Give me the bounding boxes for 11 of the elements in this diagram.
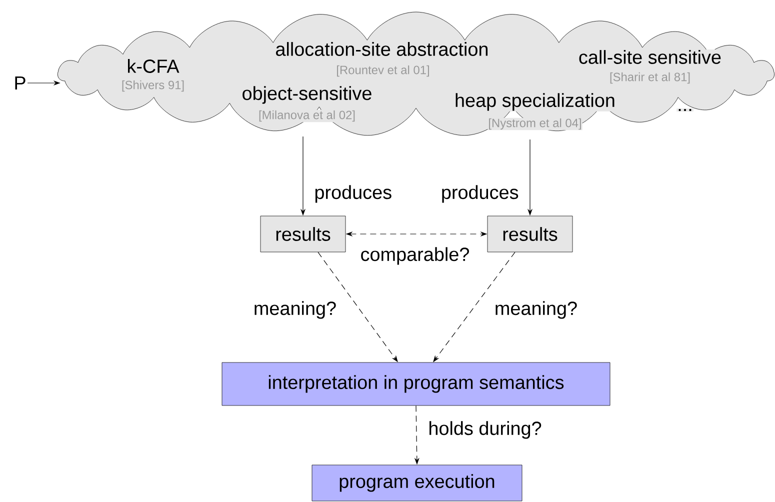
process-box: interpretation in program semantics xyxy=(222,362,610,406)
process-box: results xyxy=(487,216,573,252)
edge-label: holds during? xyxy=(427,420,543,440)
edge-label: meaning? xyxy=(252,300,338,320)
edge-label: produces xyxy=(313,184,394,204)
edge-label: meaning? xyxy=(493,300,579,320)
edge-label: produces xyxy=(440,184,520,204)
process-box: program execution xyxy=(312,464,522,502)
process-box: results xyxy=(260,216,346,252)
edge-label: comparable? xyxy=(359,246,471,266)
input-label: P xyxy=(15,76,26,90)
